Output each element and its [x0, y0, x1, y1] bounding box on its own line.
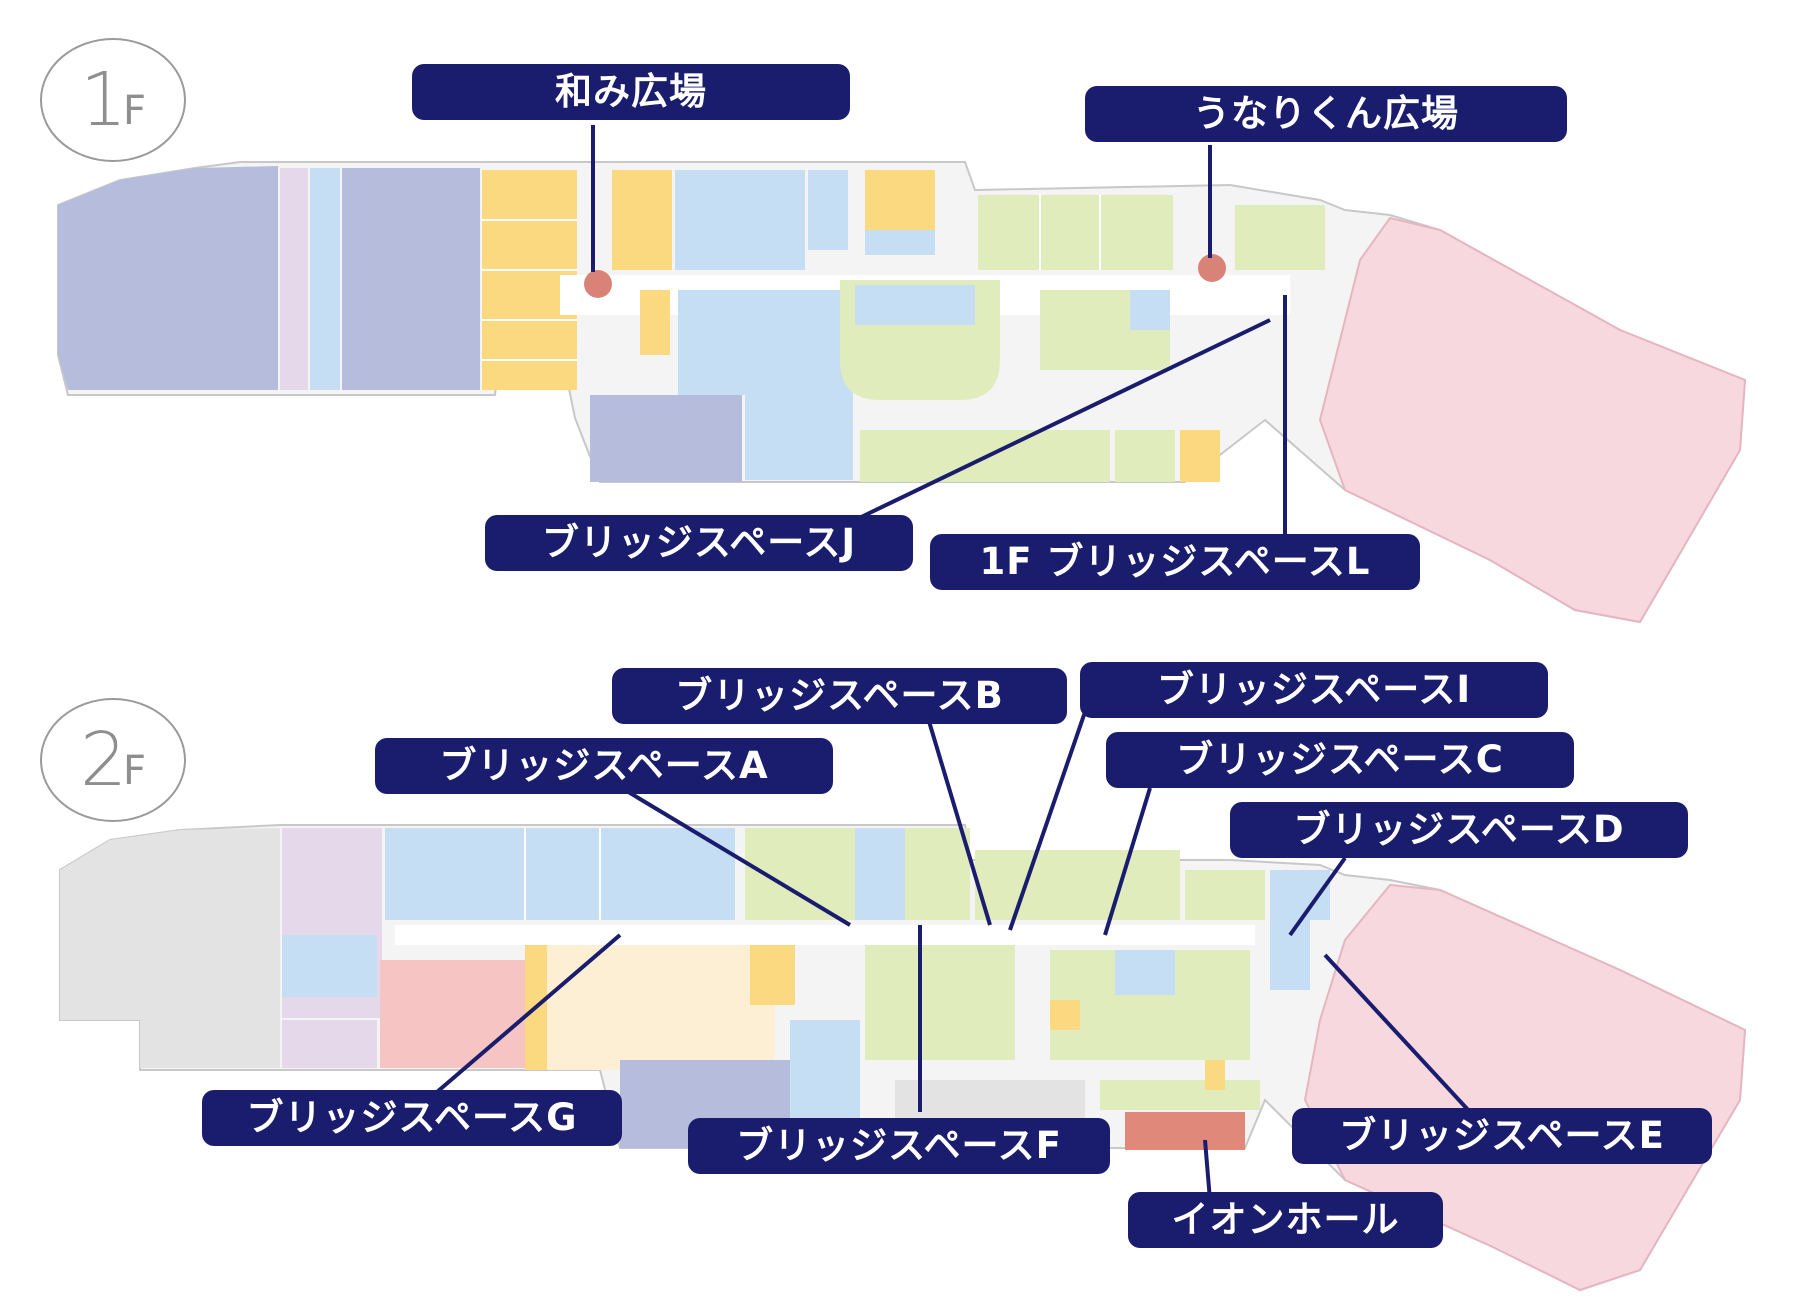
leader-bridge-space-a — [623, 788, 852, 927]
shop-block-2f-salmon[interactable] — [380, 960, 525, 1068]
label-bridge-space-a[interactable]: ブリッジスペースA — [375, 738, 833, 794]
anchor-store-2f-east[interactable] — [1303, 883, 1747, 1292]
shop-2f[interactable] — [282, 1020, 377, 1068]
label-bridge-space-l[interactable]: 1F ブリッジスペースL — [930, 534, 1420, 590]
shop-2f[interactable] — [905, 828, 970, 920]
shop-block-1f-food[interactable] — [978, 195, 1173, 270]
anchor-store-1f-center[interactable] — [342, 168, 480, 390]
shop-block-2f[interactable] — [975, 850, 1180, 920]
label-bridge-space-i[interactable]: ブリッジスペースI — [1080, 662, 1548, 718]
shop-1f[interactable] — [280, 168, 308, 390]
label-bridge-space-b[interactable]: ブリッジスペースB — [612, 668, 1067, 724]
anchor-store-1f-west[interactable] — [58, 166, 278, 390]
label-bridge-space-e[interactable]: ブリッジスペースE — [1292, 1108, 1712, 1164]
floor-suffix: F — [123, 88, 147, 134]
anchor-store-1f-south[interactable] — [590, 395, 742, 482]
leader-bridge-space-i — [1008, 711, 1087, 931]
shop-1f[interactable] — [612, 170, 672, 270]
leader-lines — [428, 125, 1472, 1201]
shop-1f[interactable] — [1115, 430, 1175, 482]
shop-1f[interactable] — [310, 168, 340, 390]
shop-2f[interactable] — [282, 935, 377, 997]
shop-1f[interactable] — [678, 290, 748, 395]
label-bridge-space-c[interactable]: ブリッジスペースC — [1106, 732, 1574, 788]
shop-1f[interactable] — [808, 170, 848, 250]
floor-badge-2f: 2 F — [40, 698, 186, 822]
floor-badge-1f: 1 F — [40, 38, 186, 162]
parking-2f — [60, 828, 280, 1068]
label-bridge-space-g[interactable]: ブリッジスペースG — [202, 1090, 622, 1146]
floor-number: 2 — [79, 717, 127, 803]
floor-suffix: F — [123, 748, 147, 794]
shop-1f[interactable] — [1180, 430, 1220, 482]
floor-1-plan — [57, 161, 1747, 624]
label-bridge-space-f[interactable]: ブリッジスペースF — [688, 1118, 1110, 1174]
shop-1f[interactable] — [640, 290, 670, 355]
leader-bridge-space-e — [1323, 953, 1472, 1114]
shop-1f[interactable] — [865, 230, 935, 255]
plaza-marker-nagomi[interactable] — [584, 270, 612, 298]
label-aeon-hall[interactable]: イオンホール — [1128, 1192, 1443, 1248]
aeon-hall-area[interactable] — [1125, 1112, 1245, 1150]
label-bridge-space-d[interactable]: ブリッジスペースD — [1230, 802, 1688, 858]
leader-bridge-space-c — [1103, 787, 1152, 936]
shop-block-1f[interactable] — [675, 170, 805, 270]
label-bridge-space-j[interactable]: ブリッジスペースJ — [485, 515, 913, 571]
anchor-store-1f-east[interactable] — [1318, 216, 1747, 624]
leader-bridge-space-d — [1288, 856, 1347, 937]
shop-1f[interactable] — [865, 170, 935, 230]
leader-bridge-space-j — [854, 318, 1271, 522]
label-unarikun-plaza[interactable]: うなりくん広場 — [1085, 86, 1567, 142]
shop-1f[interactable] — [1235, 205, 1325, 270]
shop-block-2f-center[interactable] — [865, 945, 1015, 1060]
leader-bridge-space-g — [428, 933, 622, 1100]
shop-block-2f-north[interactable] — [385, 828, 735, 920]
food-court-2f[interactable] — [525, 945, 775, 1070]
shop-2f[interactable] — [1185, 870, 1265, 920]
shop-block-1f[interactable] — [745, 290, 853, 480]
mall-corridor-2f — [395, 925, 1255, 945]
floor-2-plan — [59, 824, 1747, 1292]
label-nagomi-plaza[interactable]: 和み広場 — [412, 64, 850, 120]
shop-2f[interactable] — [855, 828, 905, 920]
leader-aeon-hall — [1203, 1139, 1212, 1201]
floor-number: 1 — [79, 57, 127, 143]
leader-bridge-space-b — [926, 717, 992, 926]
plaza-marker-unarikun[interactable] — [1198, 254, 1226, 282]
shop-2f[interactable] — [1100, 1080, 1260, 1110]
